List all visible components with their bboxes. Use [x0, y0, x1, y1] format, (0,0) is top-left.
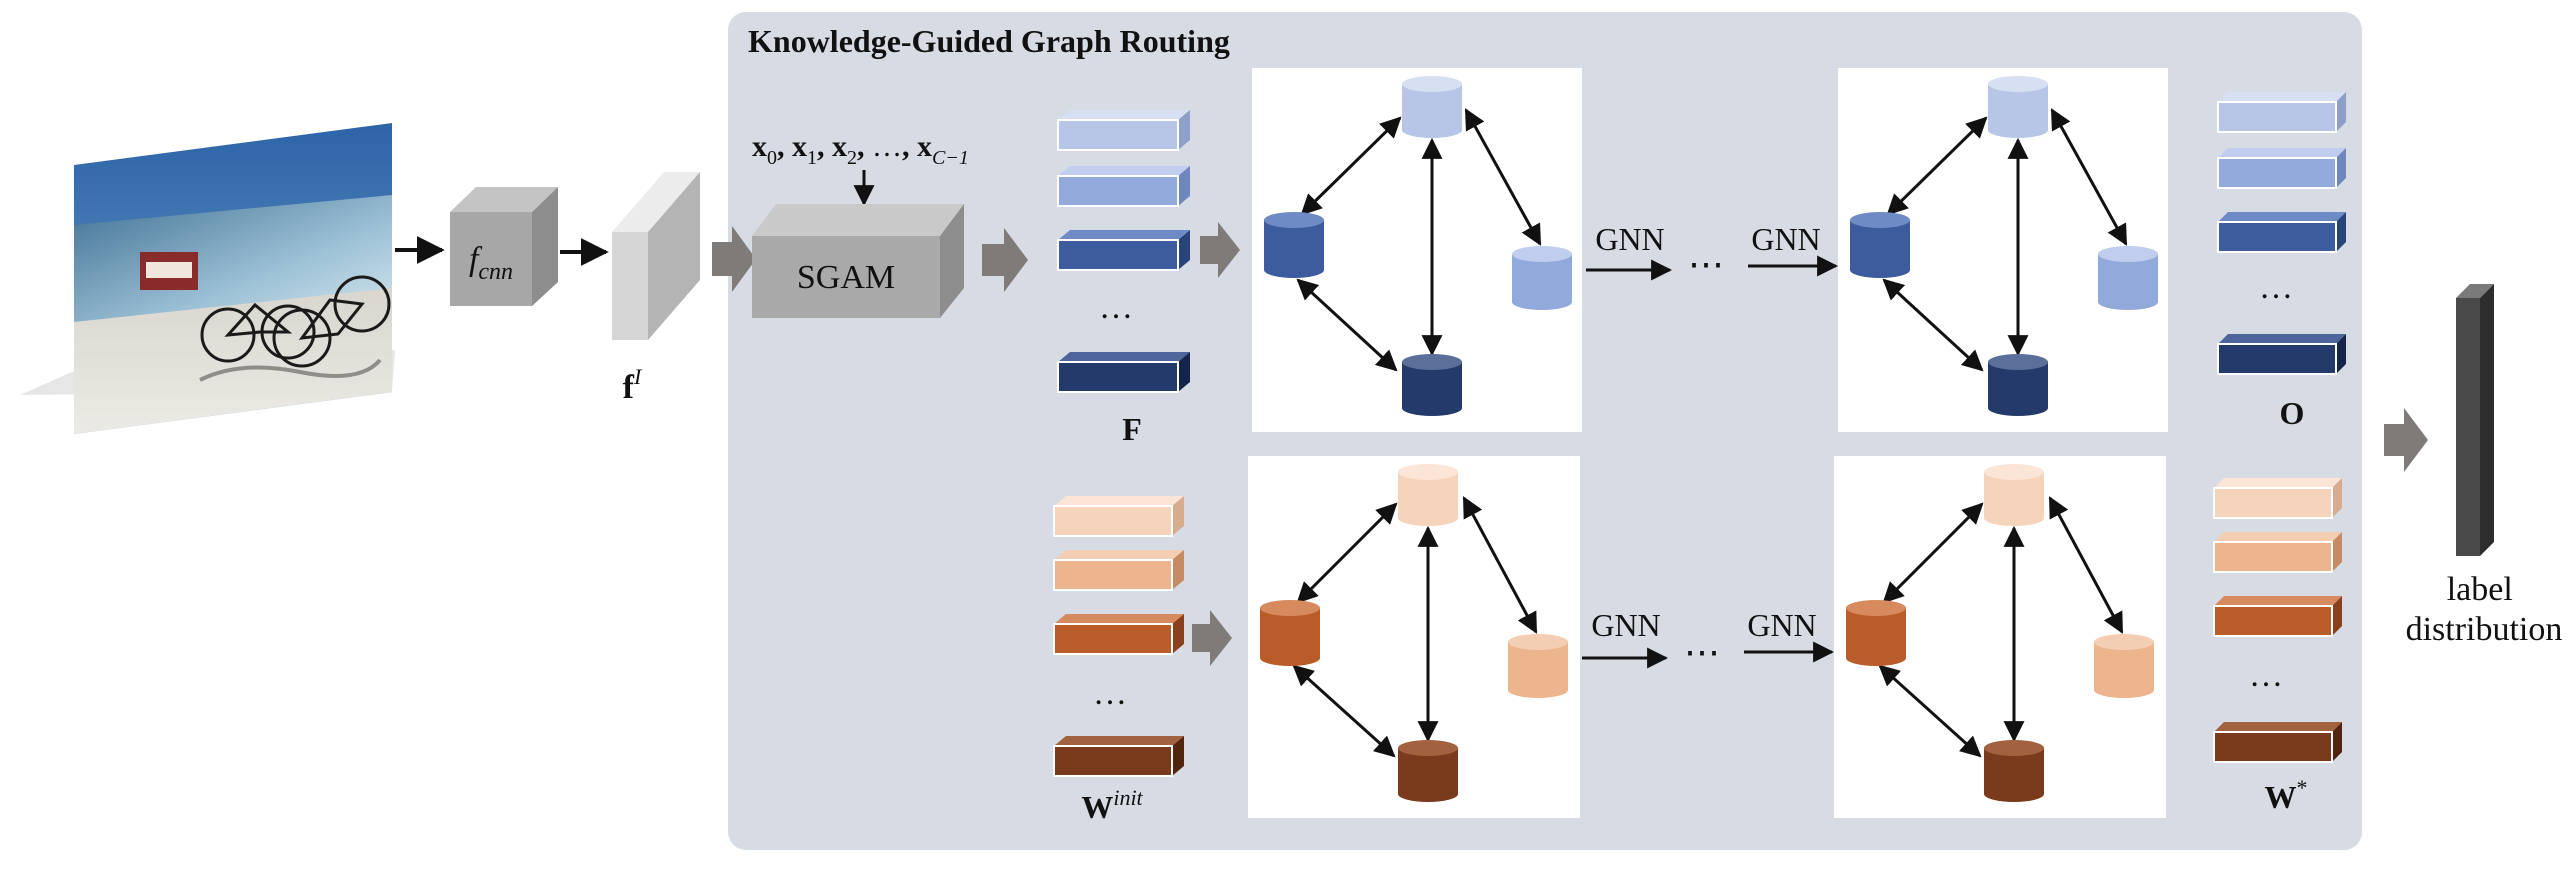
word-embedding-bars-Winit: … Winit — [1053, 496, 1184, 825]
graph-node — [1264, 212, 1324, 278]
embedding-bar — [1053, 496, 1184, 537]
classifier-bar — [2213, 478, 2342, 519]
graph-node — [2094, 634, 2154, 698]
fcnn-block: fcnn — [450, 187, 558, 306]
graph-orange-output — [1834, 456, 2166, 818]
classifier-bars-Wstar: … W* — [2213, 478, 2342, 815]
panel-title: Knowledge-Guided Graph Routing — [748, 23, 1230, 59]
graph-node — [1988, 354, 2048, 416]
arrow-features-to-graph — [1200, 222, 1240, 278]
graph-node — [1402, 354, 1462, 416]
output-bars-O: … O — [2217, 92, 2346, 431]
graph-node — [1402, 76, 1462, 138]
graph-blue-input — [1252, 68, 1582, 432]
output-bar — [2217, 212, 2346, 253]
graph-node — [1398, 740, 1458, 802]
gnn-connector-bottom: GNN ⋯ GNN — [1582, 607, 1835, 672]
feature-bars-ellipsis: … — [1099, 289, 1133, 326]
input-image — [20, 123, 395, 434]
feature-image-label: fI — [623, 364, 643, 406]
gnn-label: GNN — [1591, 607, 1660, 643]
output-bars-ellipsis: … — [2259, 269, 2293, 306]
output-bar — [2217, 334, 2346, 375]
graph-node — [1984, 464, 2044, 526]
output-bar — [2217, 148, 2346, 189]
label-distribution-bar — [2456, 284, 2494, 556]
embedding-bar — [1053, 614, 1184, 655]
output-bar — [2217, 92, 2346, 133]
embedding-bar — [1053, 550, 1184, 591]
feature-bars-label: F — [1122, 411, 1142, 447]
graph-node — [1850, 212, 1910, 278]
graph-node — [1512, 246, 1572, 310]
graph-node — [2098, 246, 2158, 310]
gnn-connector-top: GNN ⋯ GNN — [1586, 221, 1839, 284]
feature-bar — [1057, 230, 1190, 271]
graph-orange-input — [1248, 456, 1580, 818]
sgam-block: SGAM — [752, 204, 964, 318]
graph-node — [1984, 740, 2044, 802]
embedding-bars-ellipsis: … — [1093, 675, 1127, 712]
graph-node — [1398, 464, 1458, 526]
graph-node — [1846, 600, 1906, 666]
feature-bars-F: … F — [1057, 110, 1190, 447]
gnn-label: GNN — [1747, 607, 1816, 643]
feature-bar — [1057, 352, 1190, 393]
classifier-bar — [2213, 532, 2342, 573]
output-bars-label: O — [2280, 395, 2305, 431]
graph-node — [1260, 600, 1320, 666]
classifier-bar — [2213, 596, 2342, 637]
classifier-bar — [2213, 722, 2342, 763]
arrow-to-label-distribution — [2384, 408, 2428, 472]
classifier-bars-ellipsis: … — [2249, 657, 2283, 694]
classifier-bars-label: W* — [2265, 775, 2308, 815]
arrow-embeddings-to-graph — [1192, 610, 1232, 666]
graph-node — [1988, 76, 2048, 138]
feature-map-block — [612, 172, 700, 340]
input-vectors-label: x0, x1, x2, …, xC−1 — [752, 130, 969, 169]
gnn-ellipsis: ⋯ — [1684, 632, 1720, 672]
label-distribution-label: label distribution — [2406, 571, 2563, 648]
gnn-label: GNN — [1595, 221, 1664, 257]
feature-bar — [1057, 110, 1190, 151]
graph-blue-output — [1838, 68, 2168, 432]
arrow-sgam-to-features — [982, 228, 1028, 292]
arrow-feature-to-sgam — [712, 226, 756, 292]
gnn-label: GNN — [1751, 221, 1820, 257]
sgam-label: SGAM — [797, 259, 895, 296]
feature-bar — [1057, 166, 1190, 207]
embedding-bar — [1053, 736, 1184, 777]
embedding-bars-label: Winit — [1081, 785, 1143, 825]
gnn-ellipsis: ⋯ — [1688, 244, 1724, 284]
graph-node — [1508, 634, 1568, 698]
